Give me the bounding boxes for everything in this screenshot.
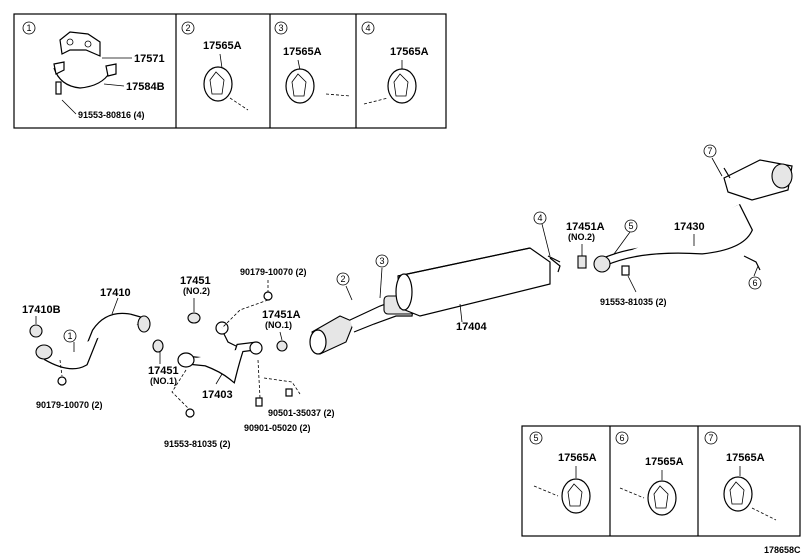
detail-panel-2: 2 17565A <box>181 21 249 111</box>
label-90179-10070-bottom: 90179-10070 (2) <box>36 400 103 410</box>
top-detail-panels: 1 17571 17584B 91553-80816 (4) 2 17565A <box>13 13 447 129</box>
figure-id: 178658C <box>764 545 801 555</box>
leader-lines <box>35 157 759 385</box>
label-17410b: 17410B <box>22 304 61 316</box>
callout-5: 5 <box>628 221 633 231</box>
label-17451a-no1: 17451A <box>262 309 301 321</box>
main-exhaust-assembly: 17410B 17410 17451 (NO.2) 90179-10070 (2… <box>22 144 793 449</box>
panel-1-callout: 1 <box>26 23 31 33</box>
callout-1: 1 <box>67 331 72 341</box>
label-17451a-no1-sub: (NO.1) <box>265 320 292 330</box>
label-17410: 17410 <box>100 287 131 299</box>
main-callouts: 1 2 3 4 5 6 7 <box>63 144 762 343</box>
label-90179-10070-top: 90179-10070 (2) <box>240 267 307 277</box>
callout-6: 6 <box>752 278 757 288</box>
panel-1-label-91553-80816: 91553-80816 (4) <box>78 110 145 120</box>
detail-panel-4: 4 17565A <box>361 21 429 105</box>
panel-4-callout: 4 <box>365 23 370 33</box>
detail-panel-3: 3 17565A <box>274 21 351 104</box>
main-muffler-17404 <box>395 247 587 323</box>
callout-4: 4 <box>537 213 542 223</box>
detail-panel-1: 1 17571 17584B 91553-80816 (4) <box>22 21 165 120</box>
callout-2: 2 <box>340 274 345 284</box>
panel-5-callout: 5 <box>533 433 538 443</box>
panel-3-label-17565a: 17565A <box>283 46 322 58</box>
label-17404: 17404 <box>456 321 487 333</box>
panel-7-callout: 7 <box>708 433 713 443</box>
center-pipe-17403 <box>152 280 301 418</box>
front-pipe-17410 <box>29 312 151 386</box>
detail-panel-5: 5 17565A <box>529 431 597 514</box>
panel-6-label-17565a: 17565A <box>645 456 684 468</box>
panel-3-callout: 3 <box>278 23 283 33</box>
label-17451-no2: 17451 <box>180 275 211 287</box>
label-91553-81035-bottom: 91553-81035 (2) <box>164 439 231 449</box>
panel-1-label-17571: 17571 <box>134 53 165 65</box>
label-17451-no2-sub: (NO.2) <box>183 286 210 296</box>
panel-2-label-17565a: 17565A <box>203 40 242 52</box>
label-90501-35037: 90501-35037 (2) <box>268 408 335 418</box>
callout-7: 7 <box>707 146 712 156</box>
tail-pipe-17430 <box>593 159 793 276</box>
detail-panel-7: 7 17565A <box>704 431 777 521</box>
label-17451a-no2-sub: (NO.2) <box>568 232 595 242</box>
label-17451-no1: 17451 <box>148 365 179 377</box>
main-part-labels: 17410B 17410 17451 (NO.2) 90179-10070 (2… <box>22 221 705 449</box>
label-17403: 17403 <box>202 389 233 401</box>
label-17430: 17430 <box>674 221 705 233</box>
label-17451a-no2: 17451A <box>566 221 605 233</box>
panel-5-label-17565a: 17565A <box>558 452 597 464</box>
detail-panel-6: 6 17565A <box>615 431 684 516</box>
panel-6-callout: 6 <box>619 433 624 443</box>
callout-3: 3 <box>379 256 384 266</box>
panel-7-label-17565a: 17565A <box>726 452 765 464</box>
label-90901-05020: 90901-05020 (2) <box>244 423 311 433</box>
label-17451-no1-sub: (NO.1) <box>150 376 177 386</box>
panel-4-label-17565a: 17565A <box>390 46 429 58</box>
label-91553-81035-right: 91553-81035 (2) <box>600 297 667 307</box>
bottom-detail-panels: 5 17565A 6 17565A 7 17565A <box>521 425 801 537</box>
panel-2-callout: 2 <box>185 23 190 33</box>
panel-1-label-17584b: 17584B <box>126 81 165 93</box>
